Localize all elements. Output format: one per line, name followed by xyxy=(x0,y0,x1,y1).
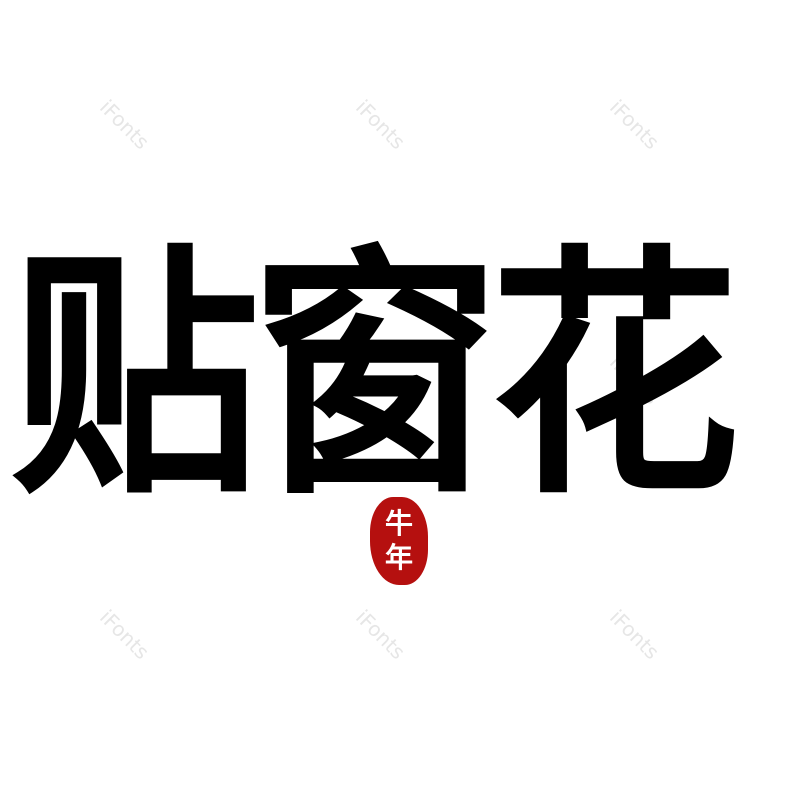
watermark: iFonts xyxy=(605,605,665,665)
title-char-tie: 贴 xyxy=(10,220,260,530)
watermark: iFonts xyxy=(95,95,155,155)
red-seal-stamp: 牛 年 xyxy=(370,497,428,585)
seal-char-niu: 牛 xyxy=(384,507,413,540)
watermark: iFonts xyxy=(605,95,665,155)
calligraphy-title: 贴窗花 xyxy=(10,215,800,535)
watermark: iFonts xyxy=(351,95,411,155)
title-char-hua: 花 xyxy=(490,220,740,530)
seal-char-nian: 年 xyxy=(384,541,413,574)
title-char-chuang: 窗 xyxy=(250,220,500,530)
watermark: iFonts xyxy=(95,605,155,665)
watermark: iFonts xyxy=(351,605,411,665)
